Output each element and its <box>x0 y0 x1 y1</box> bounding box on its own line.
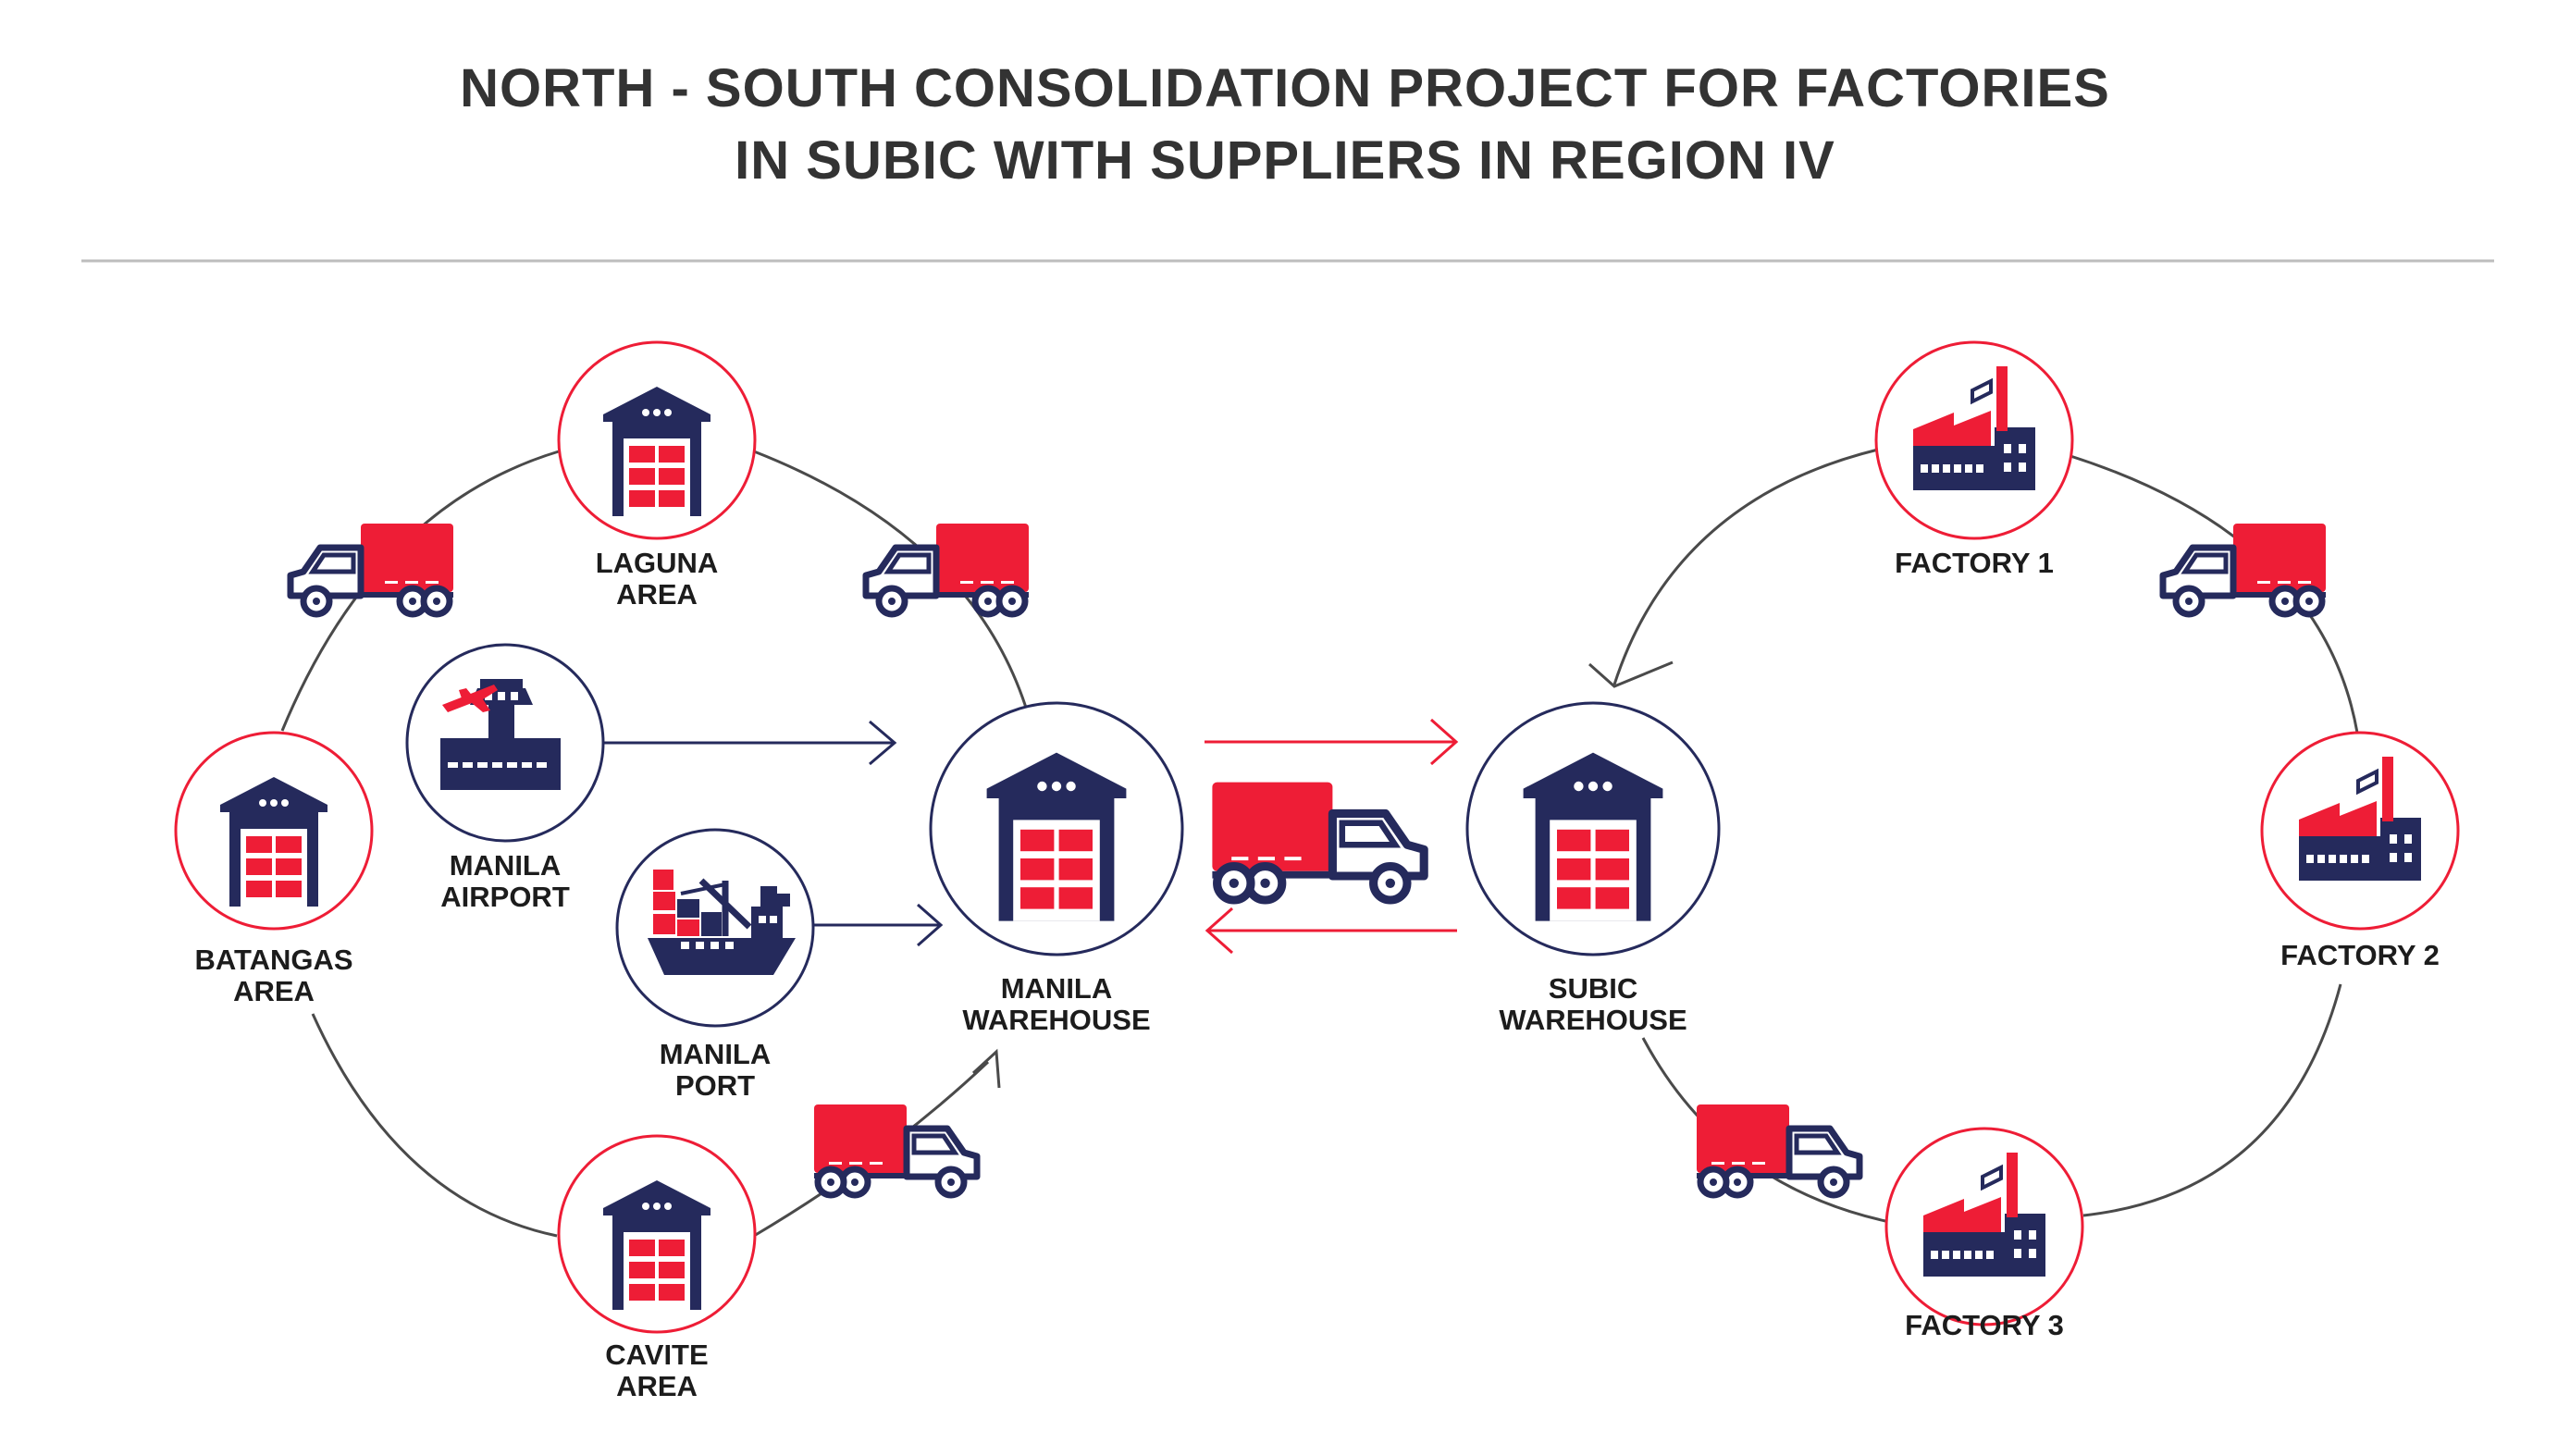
ship-icon <box>648 870 796 975</box>
manila-warehouse-label: MANILA WAREHOUSE <box>962 972 1151 1036</box>
truck-icon <box>2163 524 2326 614</box>
factory1-to-subic-arrow <box>1588 448 1879 688</box>
factory-1-label: FACTORY 1 <box>1895 547 2054 579</box>
batangas-area-label: BATANGAS AREA <box>194 944 353 1007</box>
cavite-to-warehouse-arrow <box>971 1048 1001 1089</box>
subic-to-manila-arrow <box>1205 907 1457 955</box>
truck-icon <box>1212 783 1424 900</box>
cavite-area-label: CAVITE AREA <box>605 1339 709 1402</box>
warehouse-icon <box>603 387 710 516</box>
manila-airport-label: MANILA AIRPORT <box>440 849 570 913</box>
factory-2-label: FACTORY 2 <box>2280 939 2440 971</box>
truck-icon <box>814 1104 977 1195</box>
port-to-warehouse-arrow <box>812 903 944 947</box>
manila-port-label: MANILA PORT <box>659 1038 772 1102</box>
factory-3-label: FACTORY 3 <box>1905 1309 2064 1341</box>
title-line-2: IN SUBIC WITH SUPPLIERS IN REGION IV <box>735 130 1835 191</box>
airport-to-warehouse-arrow <box>604 720 897 766</box>
manila-to-subic-arrow <box>1205 718 1459 766</box>
title-line-1: NORTH - SOUTH CONSOLIDATION PROJECT FOR … <box>460 58 2110 118</box>
subic-warehouse-label: SUBIC WAREHOUSE <box>1499 972 1687 1036</box>
laguna-area-label: LAGUNA AREA <box>595 547 719 611</box>
truck-icon <box>290 524 453 614</box>
airport-icon <box>440 679 561 790</box>
warehouse-icon <box>603 1180 710 1310</box>
truck-icon <box>866 524 1029 614</box>
